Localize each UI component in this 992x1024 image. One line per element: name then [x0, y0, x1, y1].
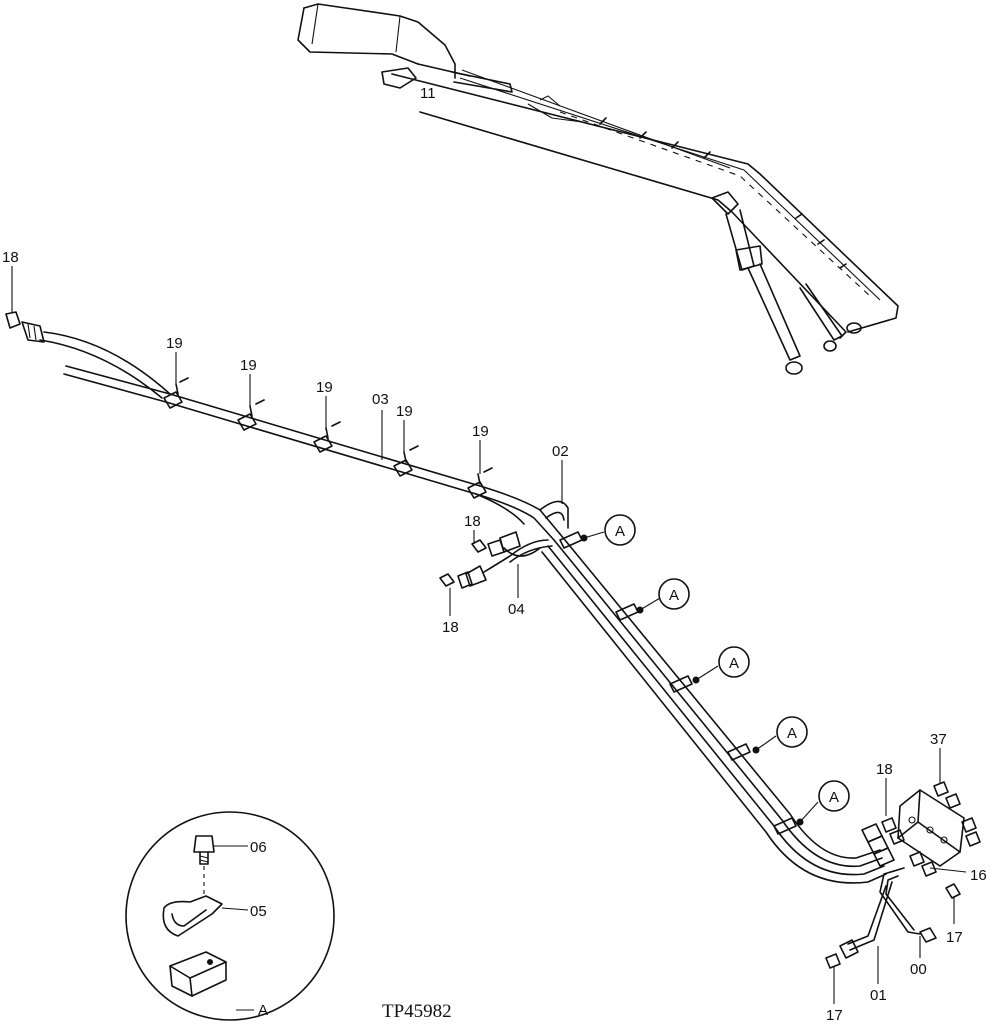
boom-brackets	[599, 117, 847, 269]
callout-16: 16	[970, 867, 987, 884]
clamp-a-3	[669, 675, 700, 693]
hose-fittings-mid	[439, 531, 521, 589]
clamp-19-5	[467, 467, 493, 499]
callout-18-mid: 18	[464, 513, 481, 530]
callout-19-3: 19	[316, 379, 333, 396]
callout-02: 02	[552, 443, 569, 460]
detail-a-label: A	[258, 1002, 268, 1019]
clamp-ref-circles: A A A A A	[583, 514, 850, 823]
clamp-ref-label-2: A	[669, 587, 679, 604]
clamp-19-3	[313, 421, 341, 453]
callout-18-bottom: 18	[442, 619, 459, 636]
callout-11: 11	[420, 85, 436, 102]
clamp-ref-3: A	[695, 646, 750, 681]
callout-18-valve: 18	[876, 761, 893, 778]
callout-18-top-left: 18	[2, 249, 19, 266]
callout-05: 05	[250, 903, 267, 920]
callout-37: 37	[930, 731, 947, 748]
clamp-ref-5: A	[799, 780, 850, 823]
clamp-ref-4: A	[755, 716, 808, 751]
clamp-ref-label-4: A	[787, 725, 797, 742]
spacer-block	[169, 951, 227, 997]
main-hose-bundle	[39, 331, 887, 884]
callout-19-4: 19	[396, 403, 413, 420]
clamp-05	[162, 895, 223, 937]
hose-end-fitting-left	[5, 311, 45, 343]
clamp-a-1	[559, 531, 588, 549]
callout-17-right: 17	[946, 929, 963, 946]
clamp-19-2	[237, 399, 265, 431]
clamp-ref-label-1: A	[615, 523, 625, 540]
callout-03: 03	[372, 391, 389, 408]
callout-19-2: 19	[240, 357, 257, 374]
boom-assembly	[297, 3, 899, 375]
callout-06: 06	[250, 839, 267, 856]
lower-pipes	[825, 867, 961, 969]
callout-17-bottom: 17	[826, 1007, 843, 1024]
arm-cylinder	[711, 191, 862, 375]
callout-04: 04	[508, 601, 525, 618]
callout-leaders	[11, 266, 967, 1004]
clamp-ref-2: A	[639, 578, 690, 611]
bolt-06	[193, 835, 215, 896]
callout-19-5: 19	[472, 423, 489, 440]
clamp-19-4	[393, 445, 419, 477]
valve-block	[897, 789, 965, 867]
clamps-19	[163, 377, 493, 499]
callout-19-1: 19	[166, 335, 183, 352]
valve-fittings	[861, 781, 981, 877]
clamp-ref-1: A	[583, 514, 636, 546]
clamp-ref-label-5: A	[829, 789, 839, 806]
callout-01: 01	[870, 987, 887, 1004]
clamp-ref-label-3: A	[729, 655, 739, 672]
callout-00: 00	[910, 961, 927, 978]
detail-a-view	[125, 811, 335, 1021]
document-id: TP45982	[382, 1001, 452, 1022]
clamp-19-1	[163, 377, 189, 409]
